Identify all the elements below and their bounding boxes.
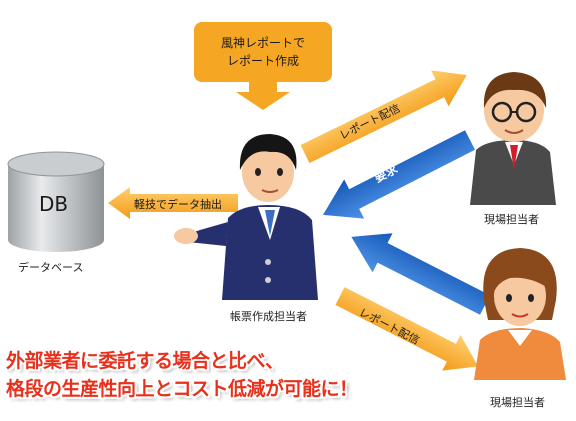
database-label: データベース	[18, 261, 84, 274]
field-staff-bottom-figure-icon	[474, 248, 566, 380]
request-arrow-top	[322, 130, 475, 219]
report-creator-label: 帳票作成担当者	[230, 310, 307, 323]
report-delivery-arrow-top	[300, 70, 467, 163]
field-staff-top-label: 現場担当者	[484, 213, 539, 226]
request-arrow-bottom	[351, 233, 490, 315]
db-icon-text: DB	[39, 192, 69, 216]
extract-arrow-label: 軽技でデータ抽出	[134, 198, 222, 211]
headline-line1: 外部業者に委託する場合と比べ、	[6, 350, 284, 372]
report-callout: 風神レポートで レポート作成	[194, 22, 332, 82]
headline-line2: 格段の生産性向上とコスト低減が可能に！	[6, 378, 358, 400]
callout-line2: レポート作成	[226, 54, 299, 68]
field-staff-bottom-label: 現場担当者	[490, 396, 545, 409]
field-staff-top-figure-icon	[470, 72, 556, 205]
callout-line1: 風神レポートで	[220, 36, 305, 50]
extract-arrow	[108, 187, 238, 219]
report-delivery-arrow-bottom	[335, 287, 479, 371]
report-creator-figure-icon	[174, 134, 318, 300]
database-icon	[7, 151, 105, 252]
callout-pointer-icon	[236, 82, 290, 110]
